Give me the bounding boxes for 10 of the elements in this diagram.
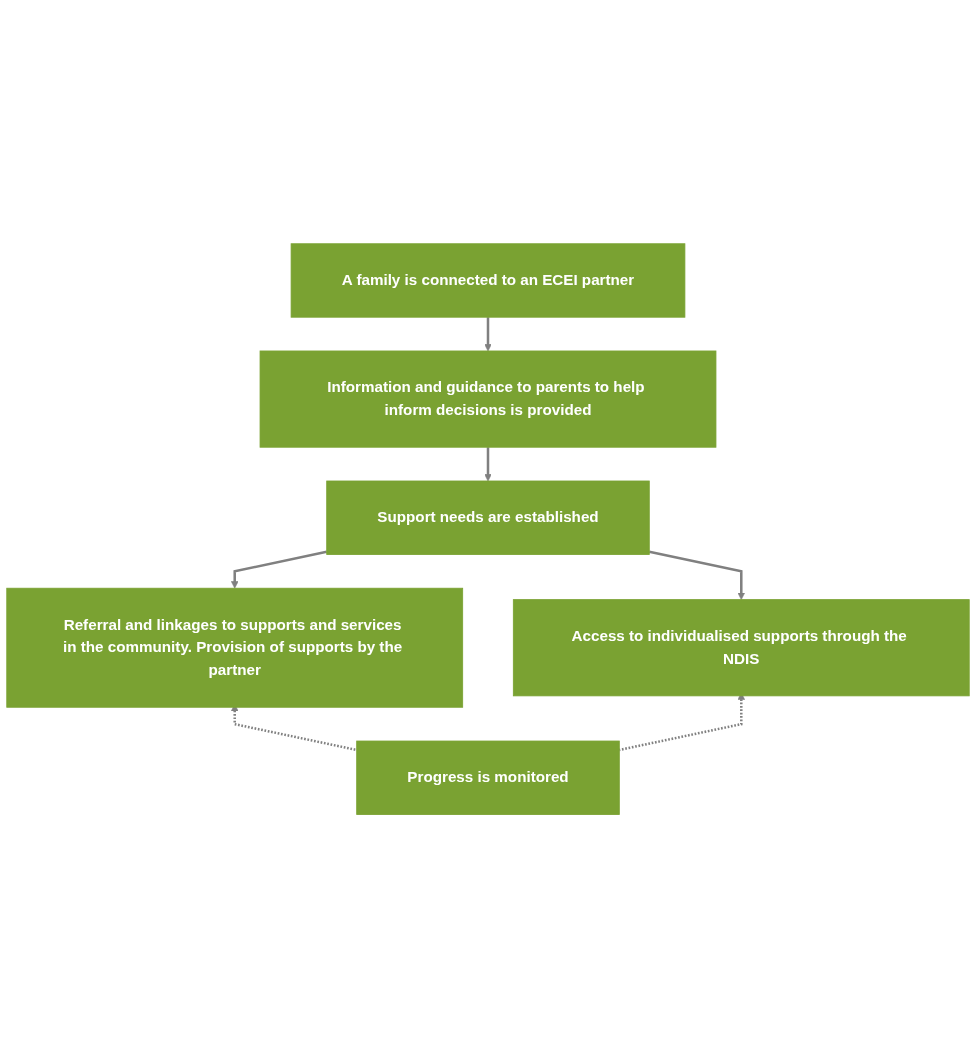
node-box: Information and guidance to parents to help inform decisions is provided	[259, 350, 717, 449]
node-box: Support needs are established	[326, 480, 650, 556]
node-box: Access to individualised supports through the NDIS	[512, 599, 970, 697]
node-box: Progress is monitored	[356, 741, 620, 816]
node-box: Referral and linkages to supports and services in the community. Provision of supports by the partner	[6, 588, 464, 709]
arrow	[484, 447, 492, 482]
node-box: A family is connected to an ECEI partner	[290, 243, 686, 318]
arrow	[484, 317, 492, 352]
arrow	[649, 551, 745, 601]
arrow	[231, 551, 327, 589]
